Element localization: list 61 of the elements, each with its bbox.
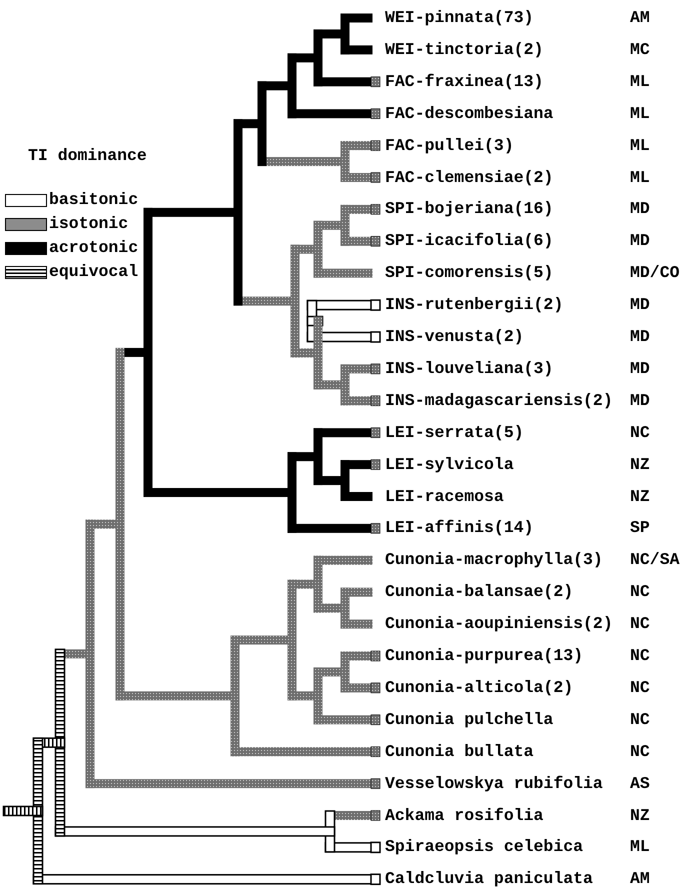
taxon-label: FAC-pullei(3) (385, 136, 514, 156)
legend-title: TI dominance (28, 146, 147, 166)
region-code: NC (630, 710, 650, 730)
region-code: SP (630, 518, 650, 538)
taxon-label: Cunonia-aoupiniensis(2) (385, 614, 613, 634)
taxon-label: Cunonia bullata (385, 742, 534, 762)
taxon-label: Vesselowskya rubifolia (385, 774, 603, 794)
region-code: MD (630, 295, 650, 316)
taxon-label: FAC-clemensiae(2) (385, 168, 554, 188)
region-code: ML (630, 104, 650, 124)
taxon-label: Cunonia-purpurea(13) (385, 646, 584, 666)
taxon-label: INS-madagascariensis(2) (385, 390, 613, 411)
taxon-label: INS-venusta(2) (385, 327, 524, 347)
taxon-label: LEI-sylvicola (385, 454, 514, 475)
taxon-label: Cunonia-alticola(2) (385, 678, 574, 698)
region-code: NC (630, 422, 650, 443)
region-code: NC (630, 582, 650, 602)
taxon-label: Ackama rosifolia (385, 806, 544, 826)
taxon-label: FAC-descombesiana (385, 104, 554, 124)
legend-label: acrotonic (49, 238, 138, 258)
region-code: MC (630, 40, 650, 60)
taxon-label: FAC-fraxinea(13) (385, 72, 544, 92)
region-code: MD (630, 199, 650, 220)
region-code: AM (630, 8, 650, 28)
taxon-label: Cunonia-balansae(2) (385, 582, 574, 602)
taxon-label: SPI-comorensis(5) (385, 263, 554, 284)
region-code: MD (630, 390, 650, 411)
taxon-label: Cunonia pulchella (385, 710, 554, 730)
taxon-label: SPI-icacifolia(6) (385, 231, 554, 252)
region-code: AM (630, 869, 650, 887)
taxon-label: LEI-affinis(14) (385, 518, 534, 538)
region-code: NZ (630, 486, 650, 506)
taxon-label: SPI-bojeriana(16) (385, 199, 554, 220)
taxon-label: LEI-racemosa (385, 486, 504, 506)
taxon-label: WEI-pinnata(73) (385, 8, 534, 28)
legend-label: basitonic (49, 190, 138, 210)
taxon-label: Spiraeopsis celebica (385, 837, 584, 858)
taxon-label: LEI-serrata(5) (385, 422, 524, 443)
region-code: ML (630, 136, 650, 156)
region-code: ML (630, 168, 650, 188)
taxon-label: INS-louveliana(3) (385, 358, 554, 379)
region-code: ML (630, 837, 650, 858)
legend-label: isotonic (49, 214, 128, 234)
region-code: NC (630, 614, 650, 634)
taxon-label: INS-rutenbergii(2) (385, 295, 564, 316)
region-code: MD/CO (630, 263, 680, 284)
region-code: MD (630, 327, 650, 347)
region-code: NC (630, 678, 650, 698)
taxon-label: WEI-tinctoria(2) (385, 40, 544, 60)
taxon-label: Cunonia-macrophylla(3) (385, 550, 603, 570)
region-code: NC (630, 646, 650, 666)
taxon-label: Caldcluvia paniculata (385, 869, 593, 887)
region-code: NZ (630, 806, 650, 826)
region-code: ML (630, 72, 650, 92)
region-code: MD (630, 231, 650, 252)
region-code: AS (630, 774, 650, 794)
region-code: MD (630, 358, 650, 379)
region-code: NC (630, 742, 650, 762)
region-code: NC/SA (630, 550, 680, 570)
region-code: NZ (630, 454, 650, 475)
legend-label: equivocal (49, 262, 138, 282)
